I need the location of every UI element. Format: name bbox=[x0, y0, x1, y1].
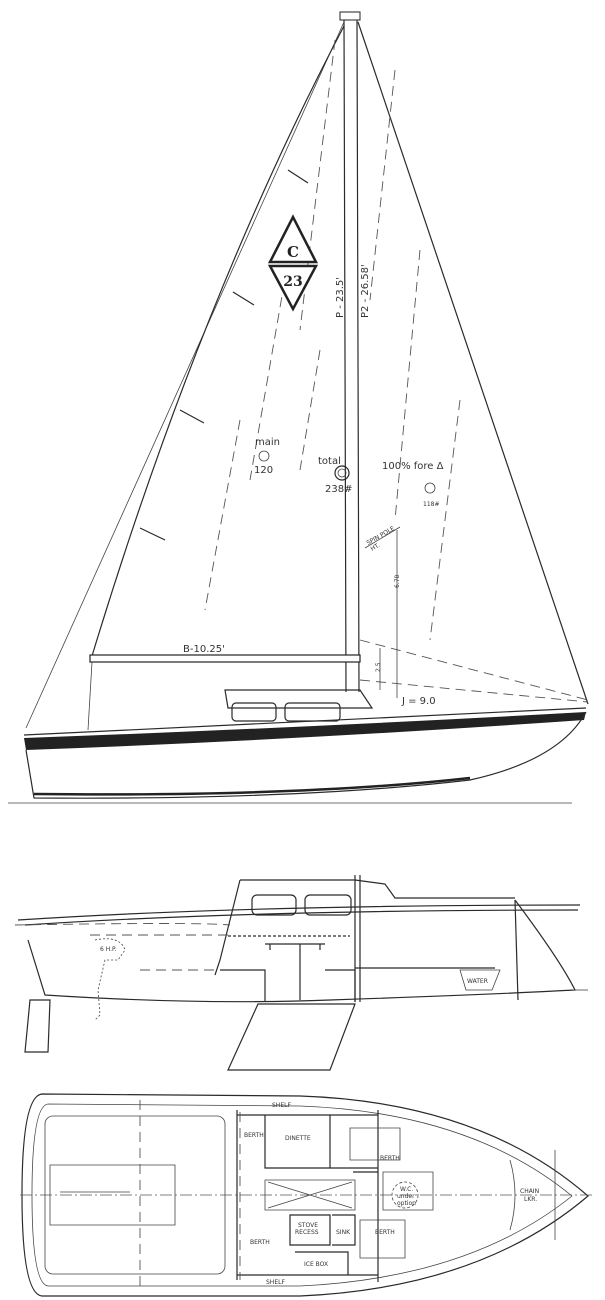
sail-plan: C 23 P - 23.5' P2 - 26.58' main 120 tota… bbox=[8, 11, 589, 804]
berth-label: BERTH bbox=[250, 1239, 270, 1246]
backstay bbox=[25, 21, 345, 729]
motor-label: 6 H.P. bbox=[100, 946, 117, 953]
svg-text:under: under bbox=[397, 1193, 415, 1200]
berth-label: BERTH bbox=[380, 1155, 400, 1162]
hull-outline bbox=[21, 1093, 589, 1297]
rudder bbox=[24, 999, 51, 1053]
outboard-motor bbox=[94, 938, 126, 1021]
bulkhead bbox=[509, 1150, 556, 1240]
fore-value: 118# bbox=[423, 501, 439, 508]
window bbox=[284, 702, 341, 722]
chain-locker-label: CHAIN bbox=[520, 1188, 539, 1195]
total-label: total bbox=[318, 456, 341, 467]
shelf-label: SHELF bbox=[272, 1102, 291, 1109]
masthead bbox=[339, 11, 361, 21]
class-logo: C 23 bbox=[267, 214, 319, 312]
sheer-stripe bbox=[24, 712, 586, 750]
hull-side bbox=[23, 689, 587, 799]
mast bbox=[343, 19, 360, 693]
svg-text:option: option bbox=[397, 1200, 416, 1207]
dinette-label: DINETTE bbox=[285, 1135, 311, 1142]
fore-label: 100% fore Δ bbox=[382, 461, 444, 472]
battens bbox=[139, 169, 309, 541]
accommodation-plan: SHELF BERTH DINETTE BERTH W.C. under opt… bbox=[20, 1093, 592, 1297]
wc-label: W.C. bbox=[400, 1186, 413, 1193]
logo-top-text: C bbox=[287, 243, 299, 261]
inboard-profile: WATER 6 H.P. bbox=[14, 875, 588, 1071]
boot-stripe bbox=[33, 776, 471, 796]
water-tank bbox=[459, 969, 501, 991]
logo-bottom-text: 23 bbox=[283, 274, 302, 290]
berth-label: BERTH bbox=[375, 1229, 395, 1236]
mainsheet bbox=[87, 661, 93, 731]
main-leech bbox=[91, 25, 345, 657]
spin-pole-height: 6.78 bbox=[394, 574, 401, 588]
window bbox=[251, 894, 297, 916]
berth-label: BERTH bbox=[244, 1132, 264, 1139]
window bbox=[231, 702, 277, 722]
main-label: main bbox=[255, 437, 280, 448]
keel bbox=[227, 1003, 356, 1071]
forestay bbox=[357, 21, 589, 705]
stove-recess-label: STOVE bbox=[298, 1222, 318, 1229]
fore-centroid-icon bbox=[424, 482, 436, 494]
boom-dimension-label: B-10.25' bbox=[183, 644, 225, 655]
ice-box-label: ICE BOX bbox=[304, 1261, 328, 1268]
svg-text:LKR.: LKR. bbox=[524, 1196, 537, 1203]
main-centroid-icon bbox=[258, 450, 270, 462]
cabin bbox=[224, 689, 374, 709]
svg-text:HT.: HT. bbox=[370, 542, 382, 553]
window bbox=[304, 894, 352, 916]
svg-text:2.5: 2.5 bbox=[375, 662, 382, 672]
cockpit bbox=[44, 1115, 226, 1275]
boom bbox=[89, 654, 361, 663]
main-value: 120 bbox=[254, 465, 273, 476]
spin-pole-dimension: SPIN POLE HT. 6.78 2.5 bbox=[364, 525, 401, 698]
total-centroid-icon bbox=[334, 465, 350, 481]
mast-compression-post bbox=[354, 875, 361, 1002]
p2-dimension-label: P2 - 26.58' bbox=[360, 264, 371, 318]
svg-text:SPIN POLE: SPIN POLE bbox=[366, 525, 397, 547]
cabin-top bbox=[240, 879, 515, 899]
total-value: 238# bbox=[325, 484, 352, 495]
sink-label: SINK bbox=[336, 1229, 351, 1236]
svg-text:RECESS: RECESS bbox=[295, 1229, 319, 1236]
j-dimension-label: J = 9.0 bbox=[401, 696, 436, 707]
water-label: WATER bbox=[467, 978, 488, 985]
p-dimension-label: P - 23.5' bbox=[335, 277, 346, 318]
sail-seams bbox=[204, 39, 589, 703]
shelf-label: SHELF bbox=[266, 1279, 285, 1286]
